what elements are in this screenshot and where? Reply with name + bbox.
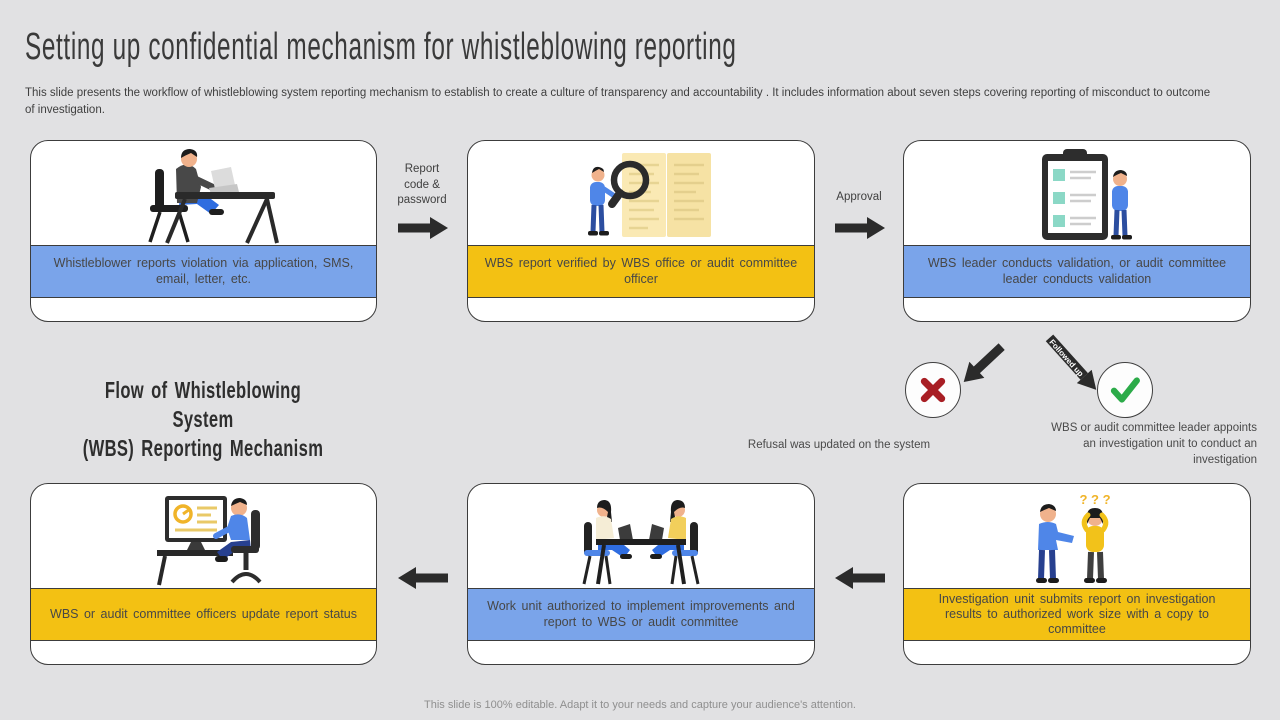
arrow-left-1-icon xyxy=(835,562,885,589)
refusal-cross-icon xyxy=(905,362,961,418)
refusal-note: Refusal was updated on the system xyxy=(747,439,931,451)
magnifier-document-review-icon xyxy=(468,141,814,245)
followed-up-label: Followed up xyxy=(1047,338,1085,379)
step-card-update-status: WBS or audit committee officers update r… xyxy=(30,483,377,665)
diagram-heading-line1: Flow of Whistleblowing System xyxy=(104,377,302,432)
connector-label-report-code: Report code & password xyxy=(397,163,447,207)
checklist-clipboard-icon xyxy=(904,141,1250,245)
step-card-report-verified: WBS report verified by WBS office or aud… xyxy=(467,140,815,322)
meeting-table-icon xyxy=(468,484,814,588)
question-marks-label: ? ? ? xyxy=(1079,492,1110,507)
appoint-investigation-note: WBS or audit committee leader appoints a… xyxy=(1051,422,1257,466)
page-title: Setting up confidential mechanism for wh… xyxy=(25,26,737,68)
arrow-right-2-icon xyxy=(835,217,885,244)
slide-description: This slide presents the workflow of whis… xyxy=(25,87,1211,116)
arrow-followed-up-icon: Followed up xyxy=(1038,331,1103,400)
diagram-heading-line2: (WBS) Reporting Mechanism xyxy=(82,435,324,461)
step-label-report-verified: WBS report verified by WBS office or aud… xyxy=(468,245,814,298)
step-label-update-status: WBS or audit committee officers update r… xyxy=(31,588,376,641)
step-label-work-unit-improvements: Work unit authorized to implement improv… xyxy=(468,588,814,641)
slide-footer-note: This slide is 100% editable. Adapt it to… xyxy=(424,699,856,711)
connector-label-approval: Approval xyxy=(836,191,882,203)
whistleblower-at-desk-icon xyxy=(31,141,376,245)
investigation-questions-icon: ? ? ? xyxy=(904,484,1250,588)
step-card-investigation-submits: ? ? ? Investigation unit submits report … xyxy=(903,483,1251,665)
step-card-leader-validation: WBS leader conducts validation, or audit… xyxy=(903,140,1251,322)
arrow-diagonal-refusal-icon xyxy=(953,335,1009,390)
step-card-whistleblower-reports: Whistleblower reports violation via appl… xyxy=(30,140,377,322)
step-label-leader-validation: WBS leader conducts validation, or audit… xyxy=(904,245,1250,298)
approval-check-icon xyxy=(1097,362,1153,418)
step-card-work-unit-improvements: Work unit authorized to implement improv… xyxy=(467,483,815,665)
step-label-whistleblower-reports: Whistleblower reports violation via appl… xyxy=(31,245,376,298)
status-update-monitor-icon xyxy=(31,484,376,588)
arrow-left-2-icon xyxy=(398,562,448,589)
diagram-heading: Flow of Whistleblowing System (WBS) Repo… xyxy=(78,376,327,463)
arrow-right-1-icon xyxy=(398,217,448,244)
step-label-investigation-submits: Investigation unit submits report on inv… xyxy=(904,588,1250,641)
